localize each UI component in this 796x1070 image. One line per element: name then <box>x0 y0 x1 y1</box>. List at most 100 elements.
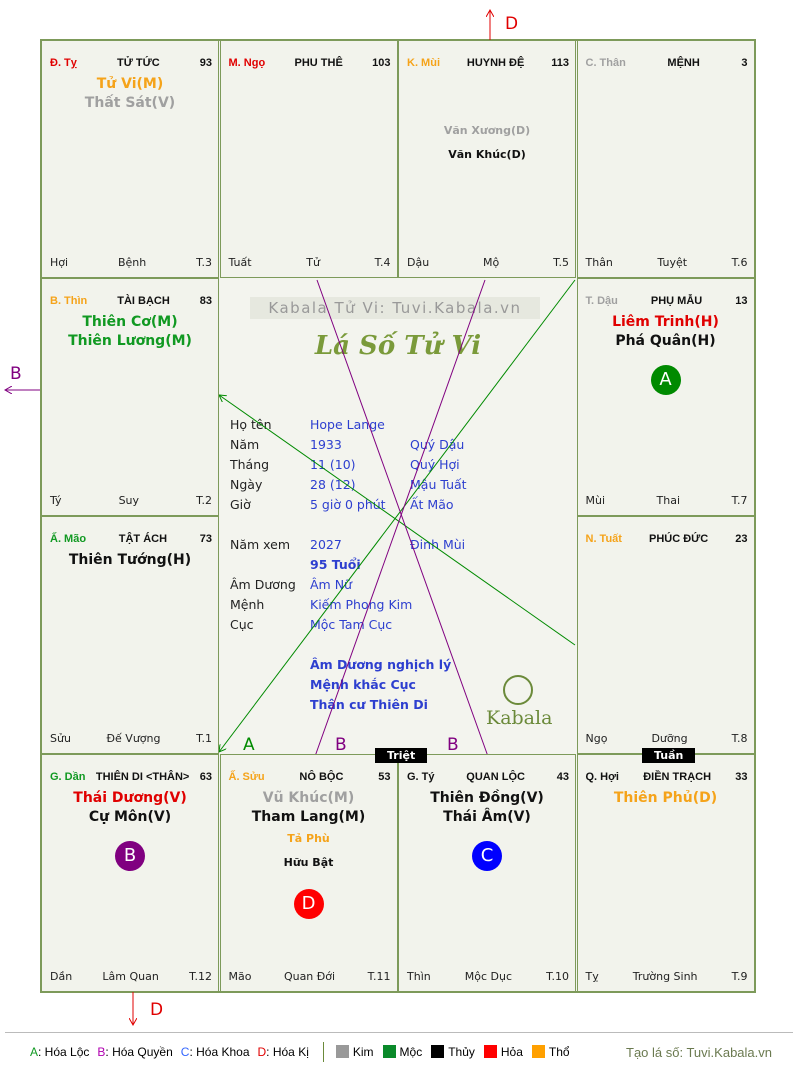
info-note: Mệnh khắc Cục <box>310 677 416 692</box>
info-value: Kiếm Phong Kim <box>310 597 413 612</box>
main-star: Thái Dương(V) <box>73 790 187 806</box>
triet-tag: Triệt <box>375 748 428 763</box>
element-swatch-icon <box>531 1045 545 1058</box>
palace-name: HUYNH ĐỆ <box>466 57 525 69</box>
footer-text: Dần <box>50 970 73 983</box>
legend-label: Hỏa <box>500 1045 523 1059</box>
branch-label: Ấ. Sửu <box>228 771 265 783</box>
info-value: 28 (12) <box>310 477 356 492</box>
palace-number: 93 <box>199 57 212 69</box>
arrow-label: B <box>10 364 22 384</box>
palace-name: TẬT ÁCH <box>118 533 168 545</box>
palace-number: 63 <box>199 771 212 783</box>
footer-text: T.5 <box>553 256 569 269</box>
footer-text: Mộc Dục <box>464 970 513 983</box>
minor-star: Văn Khúc(D) <box>448 148 526 161</box>
footer-text: T.10 <box>546 970 569 983</box>
branch-label: Đ. Tỵ <box>50 57 77 69</box>
palace-name: NÔ BỘC <box>299 771 344 783</box>
info-canchi: Mậu Tuất <box>410 477 467 492</box>
star-list: Tử Vi(M)Thất Sát(V) <box>42 75 218 113</box>
palace-footer: Dần Lâm Quan T.12 <box>50 970 212 983</box>
legend-label: : Hóa Lộc <box>38 1045 90 1059</box>
minor-star: Văn Xương(D) <box>443 124 531 137</box>
legend-label: : Hóa Khoa <box>189 1045 250 1059</box>
info-label: Âm Dương <box>230 577 296 592</box>
mutagen-badge-b: B <box>115 841 145 871</box>
footer-text: T.8 <box>731 732 748 745</box>
footer-text: T.3 <box>196 256 212 269</box>
horoscope-chart: Kabala Tử Vi: Tuvi.Kabala.vn Lá Số Tử Vi… <box>40 39 756 993</box>
site-title: Kabala Tử Vi: Tuvi.Kabala.vn <box>250 297 540 319</box>
credit-text: Tạo lá số: Tuvi.Kabala.vn <box>626 1044 772 1060</box>
footer-text: T.9 <box>731 970 748 983</box>
star-list: Thái Dương(V)Cự Môn(V)B <box>42 789 218 871</box>
brand-logo: Kabala <box>486 707 553 729</box>
logo-text: Lá Số Tử Vi <box>314 331 482 361</box>
info-label <box>230 557 310 577</box>
star-list: Thiên Phủ(D) <box>578 789 754 808</box>
info-canchi: Quý Dậu <box>410 437 465 452</box>
info-canchi: Đinh Mùi <box>410 537 466 552</box>
palace-number: 3 <box>741 57 748 69</box>
footer-text: T.12 <box>189 970 212 983</box>
palace-number: 33 <box>735 771 748 783</box>
footer-text: Mùi <box>585 494 606 507</box>
main-star: Thiên Đồng(V) <box>430 790 544 806</box>
palace-footer: Thìn Mộc Dục T.10 <box>407 970 569 983</box>
legend-mutagen: C: Hóa Khoa <box>181 1045 250 1059</box>
footer-text: Thân <box>585 256 613 269</box>
legend-key: D <box>257 1045 267 1059</box>
legend-label: Kim <box>352 1045 374 1059</box>
footer-text: Tỵ <box>585 970 599 983</box>
footer-text: Mộ <box>483 256 500 269</box>
main-star: Tham Lang(M) <box>251 809 366 825</box>
footer-text: Thìn <box>407 970 431 983</box>
star-list: Liêm Trinh(H)Phá Quân(H)A <box>578 313 754 395</box>
palace-number: 73 <box>199 533 212 545</box>
footer-text: Lâm Quan <box>102 970 159 983</box>
palace-name: TÀI BẠCH <box>117 295 170 307</box>
legend-element: Kim <box>335 1045 374 1059</box>
footer-text: Tuất <box>228 256 252 269</box>
divider <box>5 1032 793 1033</box>
footer-text: Sửu <box>50 732 71 745</box>
branch-label: M. Ngọ <box>228 57 266 69</box>
legend-element: Thổ <box>531 1045 570 1059</box>
arrow-label: D <box>150 1000 163 1020</box>
footer-text: Quan Đới <box>283 970 336 983</box>
branch-label: G. Dần <box>50 771 86 783</box>
element-swatch-icon <box>431 1045 445 1058</box>
star-list: Thiên Cơ(M)Thiên Lương(M) <box>42 313 218 351</box>
info-value: 95 Tuổi <box>310 557 361 572</box>
main-star: Thiên Phủ(D) <box>613 790 718 806</box>
info-label: Cục <box>230 617 254 632</box>
